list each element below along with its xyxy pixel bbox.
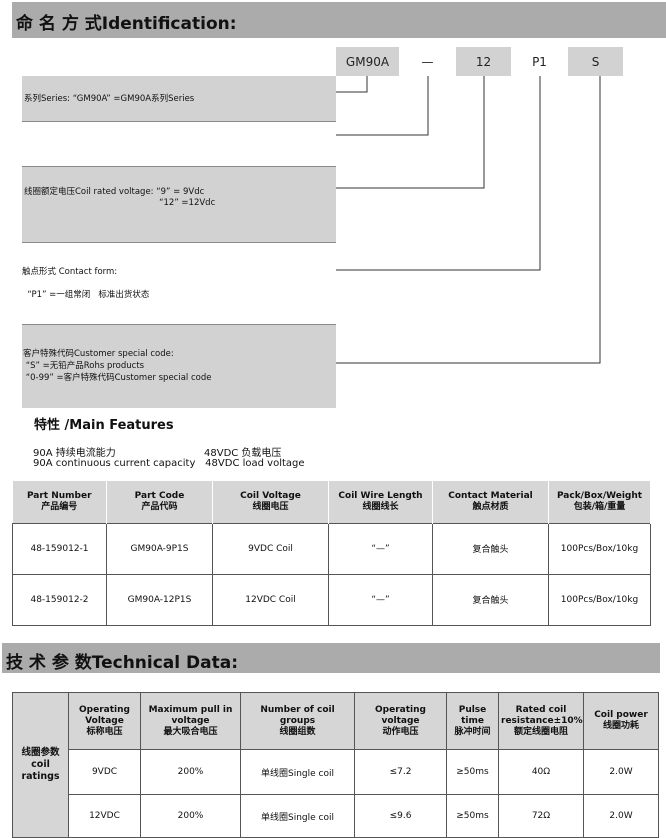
feature-voltage-cn: 48VDC 负载电压 (204, 448, 282, 459)
cell-coil-power: 2.0W (583, 794, 659, 838)
cell-operating-voltage: 9VDC (68, 749, 141, 795)
code-part-contact: P1 (532, 54, 547, 69)
cell-pulse-time: ≥50ms (446, 794, 499, 838)
connector-lines (336, 76, 601, 364)
id-row-special-code-line2: “S” =无铅产品Rohs products (23, 361, 145, 371)
cell-coil-voltage: 12VDC Coil (212, 573, 329, 626)
code-part-series: GM90A (336, 47, 399, 76)
connector-dash (336, 76, 429, 136)
cell-operating-voltage: 12VDC (68, 794, 141, 838)
cell-pack-box-weight: 100Pcs/Box/10kg (548, 573, 651, 626)
cell-coil-resistance: 72Ω (498, 794, 584, 838)
id-row-special-code-line1: 客户特殊代码Customer special code: (23, 349, 174, 359)
table-row: 48-159012-1 GM90A-9P1S 9VDC Coil “—” 复合触… (12, 522, 651, 575)
technical-title: 技 术 参 数Technical Data: (6, 653, 239, 673)
id-row-contact-form-line3: “P1” =一组常闭 标准出货状态 (22, 290, 150, 300)
cell-coil-groups: 单线圈Single coil (240, 749, 355, 795)
cell-pack-box-weight: 100Pcs/Box/10kg (548, 522, 651, 575)
feature-voltage-en: 48VDC load voltage (202, 458, 305, 469)
connector-series (336, 76, 368, 93)
cell-operate-voltage: ≤7.2 (354, 749, 447, 795)
cell-coil-resistance: 40Ω (498, 749, 584, 795)
cell-coil-wire-length: “—” (328, 573, 433, 626)
id-row-special-code: 客户特殊代码Customer special code: “S” =无铅产品Ro… (22, 325, 336, 408)
feature-current-cn: 90A 持续电流能力 (33, 448, 116, 459)
id-row-coil-voltage-line1: 线圈额定电压Coil rated voltage: “9” = 9Vdc (24, 187, 205, 197)
id-row-series: 系列Series: “GM90A” =GM90A系列Series (22, 76, 336, 122)
table-row: 12VDC 200% 单线圈Single coil ≤9.6 ≥50ms 72Ω… (13, 794, 659, 838)
id-row-coil-voltage: 线圈额定电压Coil rated voltage: “9” = 9Vdc “12… (22, 167, 336, 243)
id-row-series-text: 系列Series: “GM90A” =GM90A系列Series (24, 94, 195, 104)
cell-coil-groups: 单线圈Single coil (240, 794, 355, 838)
cell-max-pull-in: 200% (140, 794, 241, 838)
table-row: 48-159012-2 GM90A-12P1S 12VDC Coil “—” 复… (12, 573, 651, 626)
feature-current-en: 90A continuous current capacity (33, 458, 196, 469)
cell-operate-voltage: ≤9.6 (354, 794, 447, 838)
connector-contact (336, 76, 541, 271)
cell-contact-material: 复合触头 (432, 522, 549, 575)
connector-voltage (336, 76, 485, 189)
technical-header (2, 643, 660, 673)
main-features-title: 特性 /Main Features (34, 418, 174, 433)
cell-part-code: GM90A-9P1S (106, 522, 213, 575)
code-part-special: S (568, 47, 623, 76)
cell-part-code: GM90A-12P1S (106, 573, 213, 626)
id-row-blank (22, 122, 336, 167)
id-row-special-code-line3: “0-99” =客户特殊代码Customer special code (23, 373, 212, 383)
id-row-contact-form: 触点形式 Contact form: “P1” =一组常闭 标准出货状态 (22, 243, 336, 325)
cell-contact-material: 复合触头 (432, 573, 549, 626)
connector-special (336, 76, 601, 364)
table-row: 9VDC 200% 单线圈Single coil ≤7.2 ≥50ms 40Ω … (13, 749, 659, 795)
code-part-dash: — (421, 54, 434, 69)
id-row-coil-voltage-line2: “12” =12Vdc (24, 198, 216, 208)
cell-part-number: 48-159012-1 (12, 522, 107, 575)
cell-coil-voltage: 9VDC Coil (212, 522, 329, 575)
cell-coil-power: 2.0W (583, 749, 659, 795)
cell-pulse-time: ≥50ms (446, 749, 499, 795)
identification-header (12, 2, 666, 38)
cell-max-pull-in: 200% (140, 749, 241, 795)
cell-part-number: 48-159012-2 (12, 573, 107, 626)
code-part-voltage: 12 (456, 47, 511, 76)
identification-title: 命 名 方 式Identification: (16, 14, 237, 34)
id-row-contact-form-line1: 触点形式 Contact form: (22, 267, 118, 277)
cell-coil-wire-length: “—” (328, 522, 433, 575)
